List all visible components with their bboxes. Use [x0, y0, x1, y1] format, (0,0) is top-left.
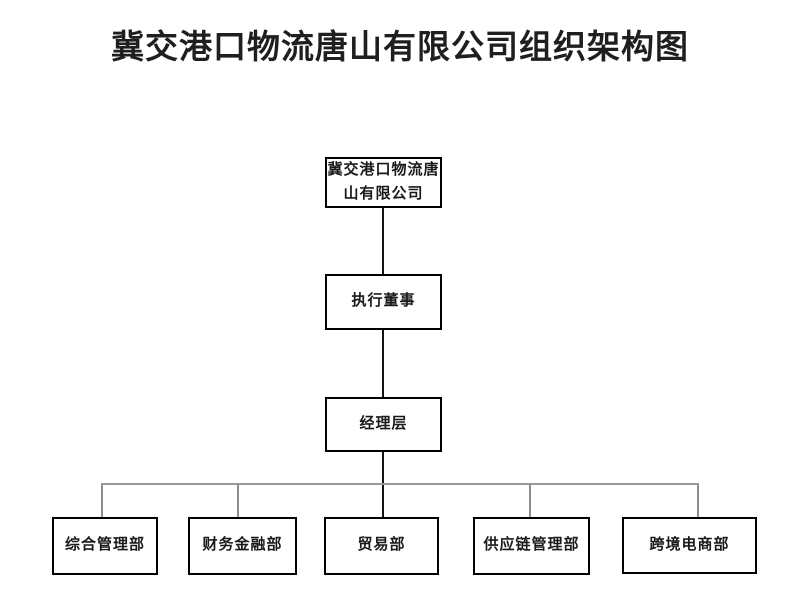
- page-title: 冀交港口物流唐山有限公司组织架构图: [111, 30, 689, 66]
- connector-director-to-manager: [382, 330, 384, 397]
- connector-drop-dept-4: [529, 485, 531, 517]
- org-node-dept-cross-border-ecommerce: 跨境电商部: [622, 517, 757, 574]
- connector-root-to-director: [382, 208, 384, 274]
- org-node-dept-trade: 贸易部: [324, 517, 439, 575]
- connector-drop-dept-5: [697, 485, 699, 517]
- org-node-management-layer: 经理层: [325, 397, 442, 452]
- org-node-dept-general-management: 综合管理部: [52, 517, 158, 575]
- org-node-dept-supply-chain: 供应链管理部: [473, 517, 590, 575]
- org-node-company: 冀交港口物流唐 山有限公司: [325, 157, 442, 208]
- connector-branch-horizontal: [101, 483, 699, 485]
- connector-drop-dept-2: [237, 485, 239, 517]
- connector-drop-dept-1: [101, 485, 103, 517]
- org-node-dept-finance: 财务金融部: [188, 517, 297, 575]
- org-node-executive-director: 执行董事: [325, 274, 442, 330]
